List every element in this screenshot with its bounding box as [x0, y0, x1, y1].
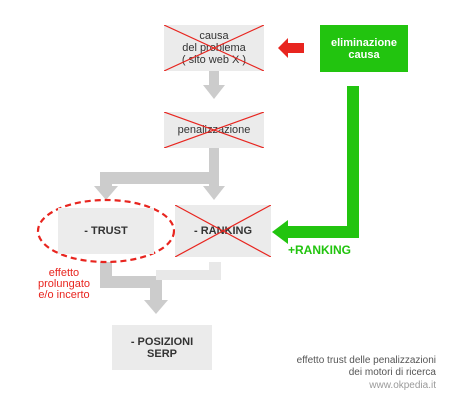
effetto-prolungato-note: effetto prolungato e/o incerto — [38, 267, 90, 301]
cross-out-icon — [164, 112, 264, 148]
box-posizioni-label: - POSIZIONI SERP — [130, 335, 194, 360]
box-causa-label: causa del problema ( sito web X ) — [181, 30, 247, 66]
caption-site: www.okpedia.it — [369, 380, 436, 391]
box-eliminazione-causa: eliminazione causa — [320, 25, 408, 72]
plus-ranking-label: +RANKING — [288, 243, 352, 257]
arrow-penal-split — [94, 148, 225, 200]
arrow-merge-to-posizioni — [100, 262, 221, 314]
box-ranking: - RANKING — [175, 205, 271, 257]
box-trust-label: - TRUST — [84, 225, 128, 237]
box-posizioni-serp: - POSIZIONI SERP — [112, 325, 212, 370]
arrow-causa-to-penal — [203, 71, 225, 99]
box-ranking-label: - RANKING — [194, 225, 252, 237]
cross-out-icon — [164, 25, 264, 71]
box-eliminazione-label: eliminazione causa — [330, 36, 398, 61]
box-penalizzazione: penalizzazione — [164, 112, 264, 148]
caption-line2: dei motori di ricerca — [348, 367, 436, 378]
red-arrow-icon — [278, 38, 304, 58]
box-causa-del-problema: causa del problema ( sito web X ) — [164, 25, 264, 71]
cross-out-icon — [175, 205, 271, 257]
caption-line1: effetto trust delle penalizzazioni — [296, 355, 436, 366]
trust-dashed-ellipse — [36, 198, 176, 264]
green-arrow-to-ranking — [272, 86, 359, 244]
box-trust: - TRUST — [58, 208, 154, 254]
